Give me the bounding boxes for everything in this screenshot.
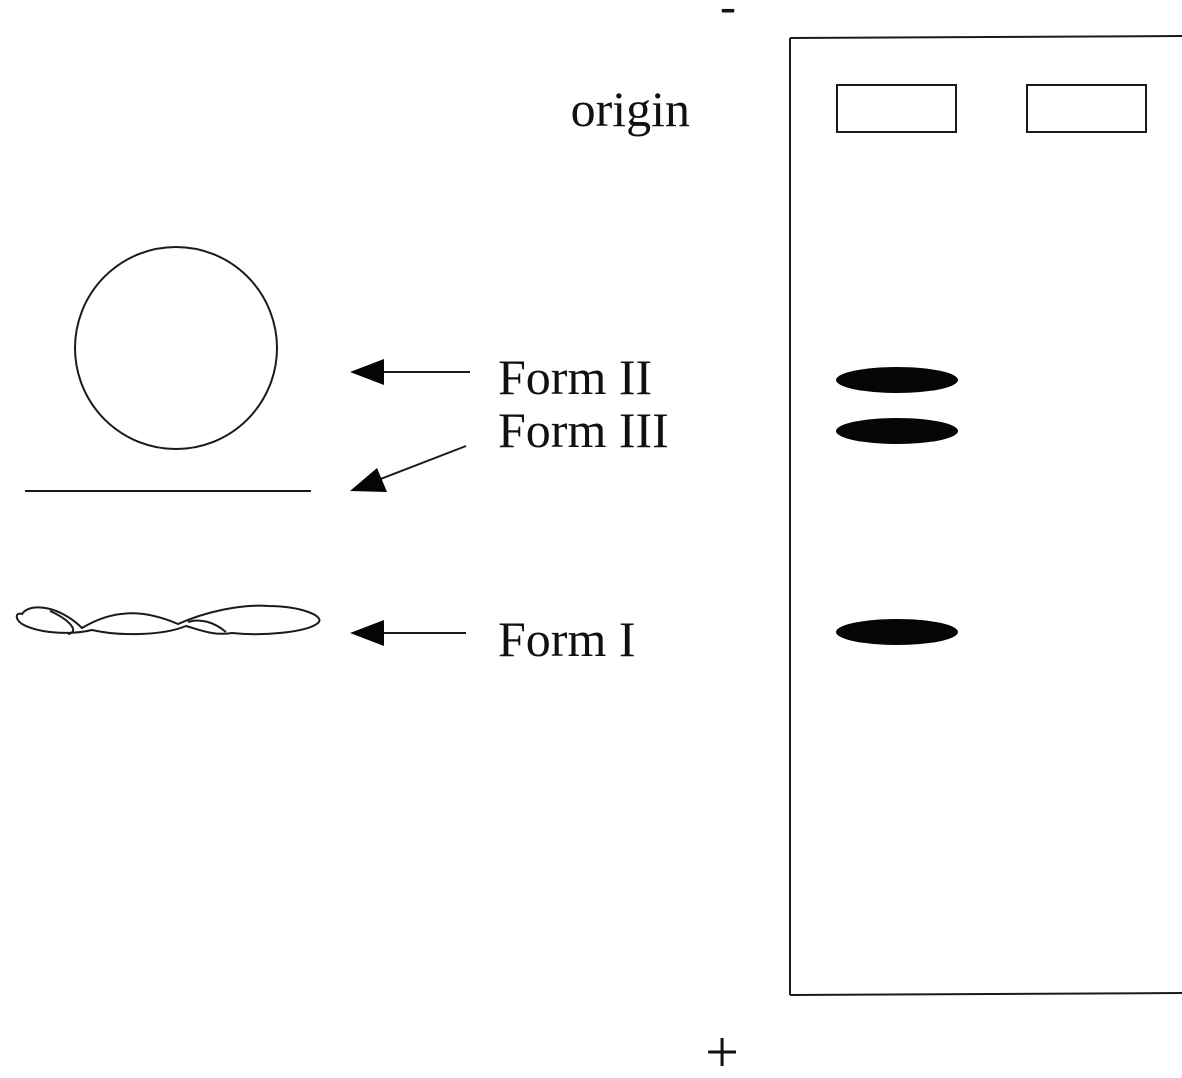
open-circle-dna-shape <box>74 246 278 450</box>
arrow-form-iii <box>350 445 467 492</box>
anode-label: + <box>705 1019 739 1078</box>
arrow-form-i <box>350 620 466 646</box>
form-iii-label: Form III <box>498 402 669 458</box>
band-form-iii <box>836 418 958 444</box>
band-form-ii <box>836 367 958 393</box>
band-form-i <box>836 619 958 645</box>
origin-label: origin <box>571 81 690 137</box>
form-i-label: Form I <box>498 611 636 667</box>
form-ii-label: Form II <box>498 349 652 405</box>
arrow-form-ii <box>350 359 470 385</box>
well-lane-2 <box>1026 84 1147 133</box>
well-lane-1 <box>836 84 957 133</box>
supercoiled-dna-shape <box>15 604 321 636</box>
cathode-label: - <box>720 0 736 33</box>
gel-slab <box>789 35 1182 996</box>
